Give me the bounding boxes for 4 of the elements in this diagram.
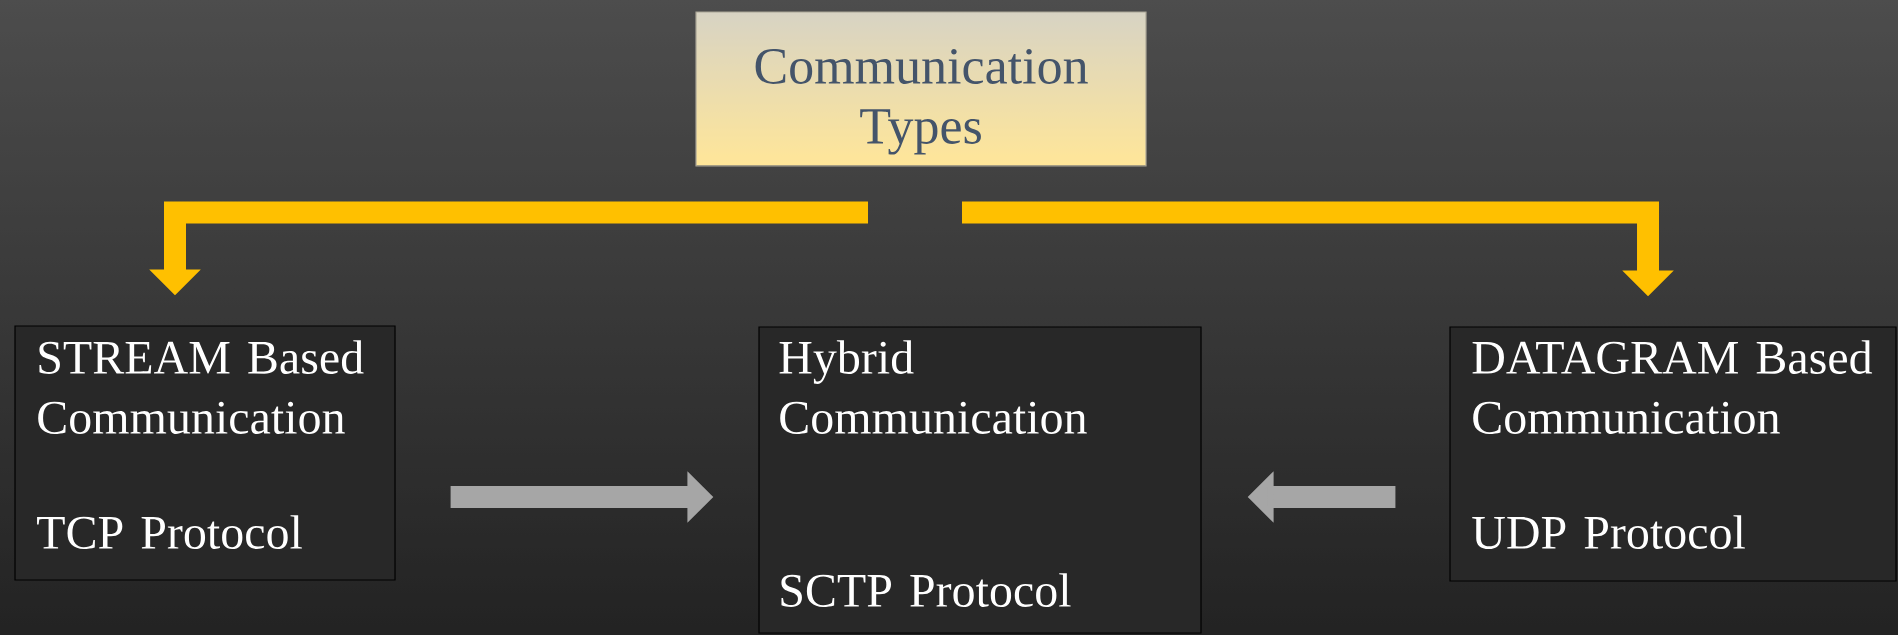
content-box: DATAGRAM Based Communication UDP Protocol: [1449, 326, 1897, 582]
title-box: Communication Types: [695, 11, 1147, 167]
content-box: Hybrid Communication SCTP Protocol: [758, 326, 1202, 634]
content-box: STREAM Based Communication TCP Protocol: [14, 325, 396, 581]
